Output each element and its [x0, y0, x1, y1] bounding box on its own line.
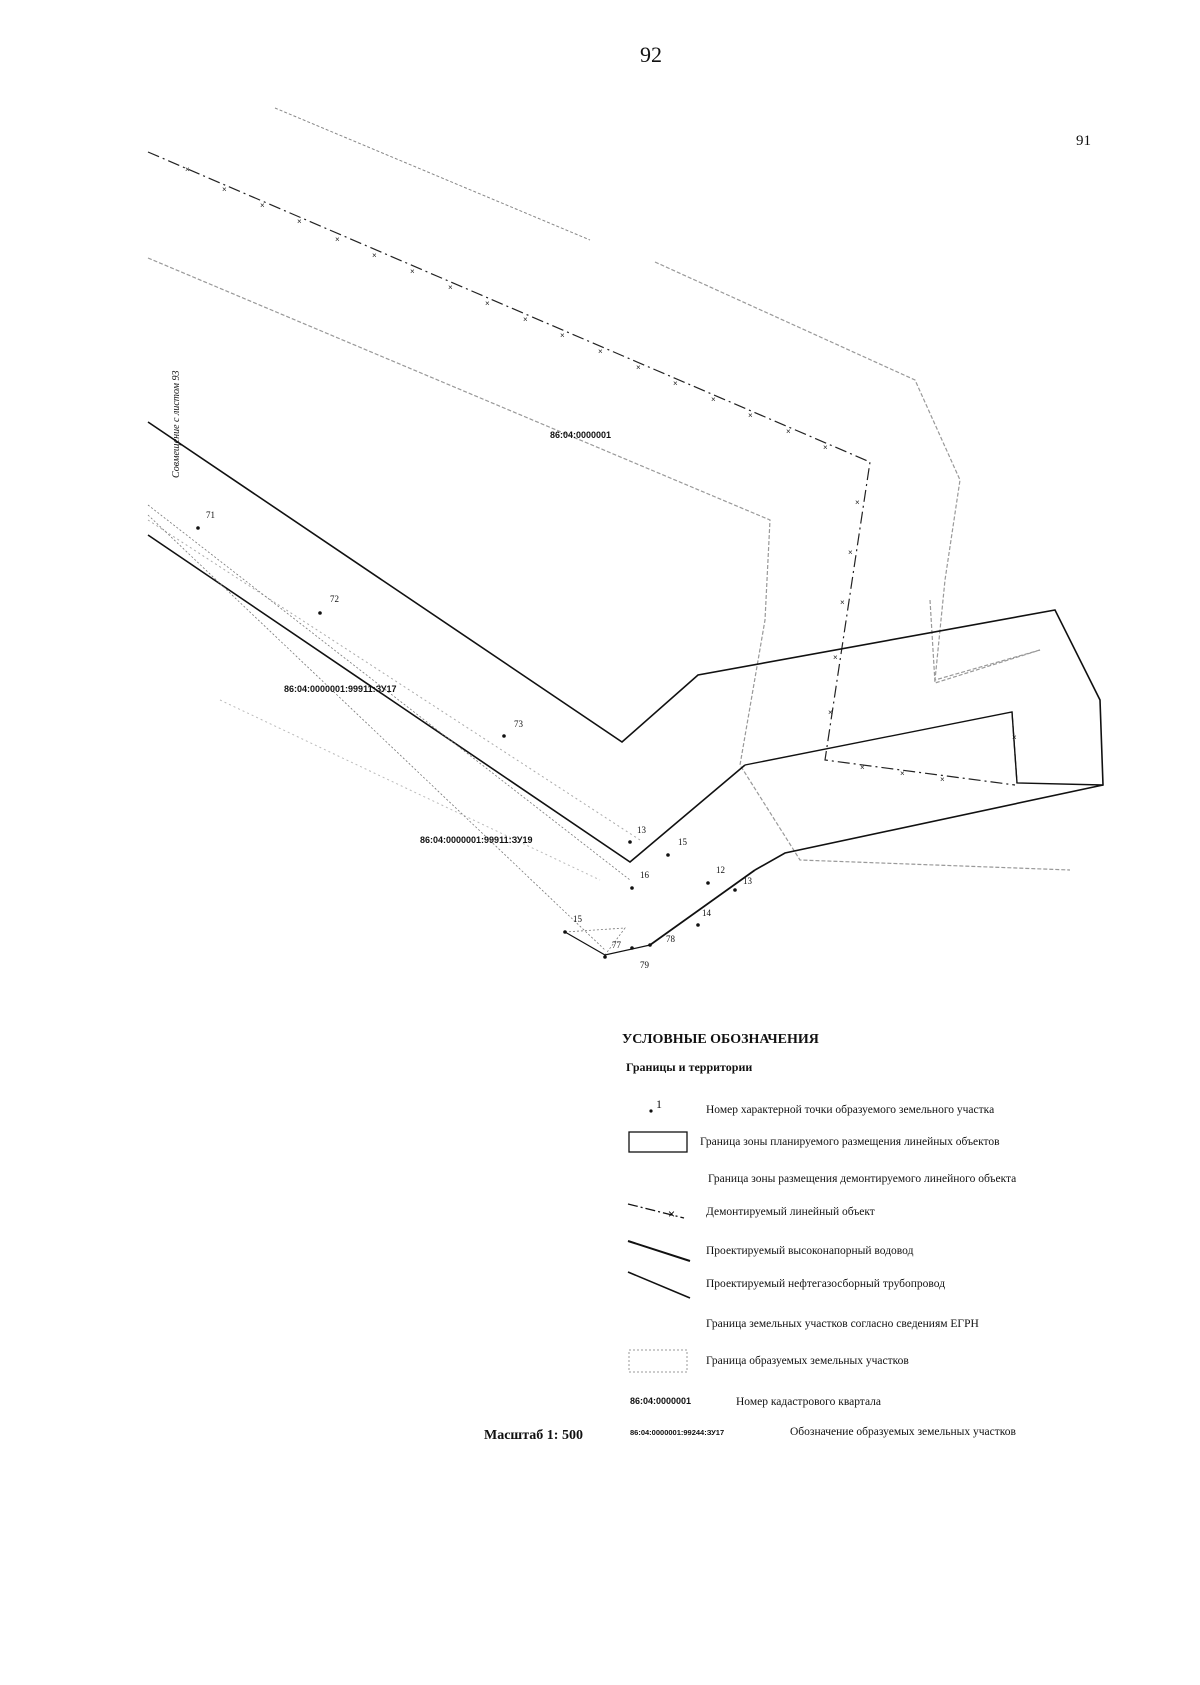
new-parcel-boundary-2: [147, 514, 606, 951]
parcel-label-1: 86:04:0000001:99911:ЗУ17: [284, 684, 396, 694]
legend-row-demolish: × Демонтируемый линейный объект: [626, 1198, 1106, 1228]
svg-text:×: ×: [711, 395, 716, 404]
svg-text:×: ×: [900, 769, 905, 778]
point-label-77: 77: [612, 940, 622, 950]
legend-text-demolish: Демонтируемый линейный объект: [706, 1206, 875, 1218]
point-labels: 71 72 73 13 15 16 12 13 14 15 77 78 79: [206, 510, 753, 970]
svg-text:×: ×: [823, 443, 828, 452]
svg-text:×: ×: [833, 653, 838, 662]
legend-parcel-code: 86:04:0000001:99244:ЗУ17: [630, 1428, 725, 1437]
svg-text:×: ×: [185, 165, 190, 174]
point-label-16: 16: [640, 870, 650, 880]
svg-text:×: ×: [840, 598, 845, 607]
pipe-segment: [649, 869, 756, 946]
characteristic-points: [196, 526, 737, 959]
scale-label: Масштаб 1: 500: [484, 1428, 583, 1443]
page-number: 92: [640, 42, 662, 67]
egrn-boundary-lower: [147, 519, 641, 841]
svg-text:×: ×: [297, 217, 302, 226]
quarter-label: 86:04:0000001: [550, 430, 611, 440]
svg-text:×: ×: [636, 363, 641, 372]
svg-text:×: ×: [673, 379, 678, 388]
legend-egrn-symbol: [626, 1310, 692, 1340]
point-label-15a: 15: [678, 837, 688, 847]
svg-text:×: ×: [260, 201, 265, 210]
legend-point-symbol: 1: [626, 1096, 692, 1126]
svg-text:×: ×: [1012, 733, 1017, 742]
point-label-15b: 15: [573, 914, 583, 924]
egrn-boundary-right-inner: [929, 599, 1041, 684]
legend-zone-demolish-symbol: [626, 1165, 692, 1195]
point-label-71: 71: [206, 510, 215, 520]
legend-row-egrn: Граница земельных участков согласно свед…: [626, 1310, 1106, 1340]
sheet-reference: 91: [1076, 133, 1091, 149]
legend-row-water: Проектируемый высоконапорный водовод: [626, 1237, 1106, 1267]
legend-new-parcels-symbol: [626, 1347, 692, 1377]
new-parcel-segment: [564, 931, 651, 956]
zone-planned-inner: [744, 711, 1104, 786]
legend-text-point: Номер характерной точки образуемого земе…: [706, 1104, 995, 1116]
legend-row-new-parcels: Граница образуемых земельных участков: [626, 1347, 1106, 1377]
svg-text:×: ×: [598, 347, 603, 356]
legend-row-quarter: 86:04:0000001 Номер кадастрового квартал…: [626, 1388, 1106, 1418]
svg-text:×: ×: [828, 708, 833, 717]
svg-text:×: ×: [485, 299, 490, 308]
svg-text:×: ×: [748, 411, 753, 420]
svg-text:×: ×: [855, 498, 860, 507]
point-label-79: 79: [640, 960, 650, 970]
svg-text:×: ×: [786, 427, 791, 436]
point-label-78: 78: [666, 934, 676, 944]
svg-text:×: ×: [860, 763, 865, 772]
svg-text:×: ×: [848, 548, 853, 557]
point-label-14: 14: [702, 908, 712, 918]
zone-planned-boundary: [147, 421, 1104, 871]
svg-text:×: ×: [222, 185, 227, 194]
egrn-boundary-upper: [147, 257, 1071, 871]
zone-planned-lower: [147, 534, 746, 864]
point-label-13a: 13: [637, 825, 647, 835]
legend-row-point: 1 Номер характерной точки образуемого зе…: [626, 1096, 1106, 1126]
legend-text-water: Проектируемый высоконапорный водовод: [706, 1245, 914, 1257]
demolish-line: [147, 151, 1016, 786]
legend-row-parcel: 86:04:0000001:99244:ЗУ17 Обозначение обр…: [626, 1418, 1106, 1448]
new-parcel-tri: [564, 927, 626, 956]
svg-text:×: ×: [668, 1207, 675, 1221]
legend-row-zone-planned: Граница зоны планируемого размещения лин…: [626, 1128, 1106, 1158]
map-drawing: × × × × × × × × × × × × × × × × × × × × × × × × × × × 71 72 …: [147, 107, 1104, 970]
legend-text-zone-planned: Граница зоны планируемого размещения лин…: [700, 1136, 1000, 1148]
point-label-13b: 13: [743, 876, 753, 886]
legend-row-oil: Проектируемый нефтегазосборный трубопров…: [626, 1270, 1106, 1300]
legend-text-egrn: Граница земельных участков согласно свед…: [706, 1318, 979, 1330]
legend-row-zone-demolish: Граница зоны размещения демонтируемого л…: [626, 1165, 1106, 1195]
parcel-label-2: 86:04:0000001:99911:ЗУ19: [420, 835, 532, 845]
svg-text:×: ×: [372, 251, 377, 260]
egrn-boundary-top: [274, 107, 591, 241]
point-label-73: 73: [514, 719, 524, 729]
legend-text-oil: Проектируемый нефтегазосборный трубопров…: [706, 1278, 946, 1290]
legend-quarter-code: 86:04:0000001: [630, 1396, 692, 1406]
egrn-boundary-right: [654, 261, 1041, 681]
legend-zone-planned-symbol: [626, 1128, 692, 1158]
point-label-72: 72: [330, 594, 339, 604]
legend-oil-symbol: [626, 1270, 692, 1300]
legend-text-parcel: Обозначение образуемых земельных участко…: [790, 1426, 1016, 1438]
egrn-boundary-low2: [219, 699, 601, 881]
demolish-marks: × × × × × × × × × × × × × × × × × × × × × × × × × × ×: [185, 165, 1017, 784]
legend-point-number: 1: [656, 1097, 662, 1111]
svg-text:×: ×: [523, 315, 528, 324]
svg-text:×: ×: [448, 283, 453, 292]
new-parcel-boundary: [147, 504, 631, 881]
svg-text:×: ×: [410, 267, 415, 276]
point-label-12: 12: [716, 865, 725, 875]
svg-text:×: ×: [560, 331, 565, 340]
legend-subtitle: Границы и территории: [626, 1060, 753, 1074]
legend-water-symbol: [626, 1237, 692, 1267]
legend-title: УСЛОВНЫЕ ОБОЗНАЧЕНИЯ: [622, 1032, 819, 1047]
svg-text:×: ×: [335, 235, 340, 244]
legend-text-zone-demolish: Граница зоны размещения демонтируемого л…: [708, 1173, 1017, 1185]
legend-text-new-parcels: Граница образуемых земельных участков: [706, 1355, 909, 1367]
legend-demolish-symbol: ×: [626, 1198, 692, 1228]
svg-text:×: ×: [940, 775, 945, 784]
legend-text-quarter: Номер кадастрового квартала: [736, 1396, 882, 1408]
